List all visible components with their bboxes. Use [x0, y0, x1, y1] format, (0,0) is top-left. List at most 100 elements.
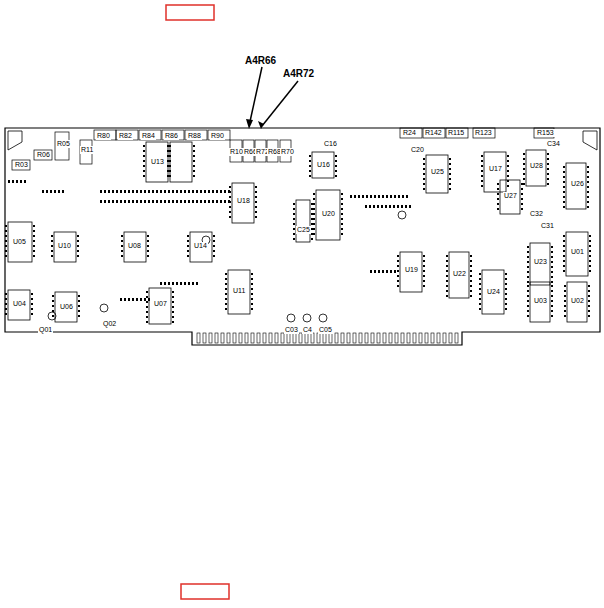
pad — [374, 195, 376, 198]
pad — [164, 190, 166, 193]
ic-pin — [423, 173, 425, 175]
ic-pin — [309, 155, 311, 157]
ic-pin — [507, 170, 509, 172]
pad — [168, 190, 170, 193]
ic-pin — [507, 155, 509, 157]
ic-pin — [193, 150, 195, 152]
ic-pin — [172, 296, 174, 298]
ic-pin — [551, 290, 553, 292]
pad — [208, 200, 210, 203]
ic-pin — [423, 275, 425, 277]
ic-pin — [588, 285, 590, 287]
part-label: C25 — [296, 226, 311, 234]
pad — [168, 200, 170, 203]
ic-pin — [251, 278, 253, 280]
pad — [393, 205, 395, 208]
connector-finger — [365, 333, 368, 343]
ic-pin — [78, 300, 80, 302]
ic-pin — [564, 310, 566, 312]
ic-outline — [296, 200, 310, 242]
ic-pin — [551, 300, 553, 302]
ic-pin — [564, 305, 566, 307]
ic-pin — [52, 315, 54, 317]
pad — [136, 200, 138, 203]
ic-pin — [587, 171, 589, 173]
ic-pin — [31, 293, 33, 295]
ic-pin — [507, 180, 509, 182]
pad — [382, 270, 384, 273]
pad — [204, 190, 206, 193]
part-label: U18 — [236, 197, 251, 205]
pad — [378, 270, 380, 273]
ic-pin — [587, 181, 589, 183]
ic-pin — [167, 145, 169, 147]
ic-outline — [170, 142, 192, 182]
ic-pin — [5, 298, 7, 300]
part-label: U03 — [533, 297, 548, 305]
ic-pin — [423, 265, 425, 267]
ic-pin — [551, 276, 553, 278]
ic-pin — [449, 168, 451, 170]
pad — [12, 180, 14, 183]
ic-pin — [397, 285, 399, 287]
ic-pin — [77, 240, 79, 242]
ic-pin — [563, 191, 565, 193]
pad — [390, 270, 392, 273]
ic-pin — [423, 188, 425, 190]
part-label: R05 — [56, 140, 71, 148]
ic-pin — [527, 285, 529, 287]
connector-finger — [275, 333, 278, 343]
ic-pin — [193, 160, 195, 162]
pad — [140, 298, 142, 301]
ic-pin — [213, 240, 215, 242]
pad — [132, 190, 134, 193]
pad — [358, 195, 360, 198]
ic-pin — [251, 293, 253, 295]
connector-finger — [197, 333, 200, 343]
ic-pin — [33, 255, 35, 257]
ic-pin — [213, 250, 215, 252]
part-label: R24 — [402, 129, 417, 137]
ic-pin — [588, 290, 590, 292]
ic-pin — [313, 193, 315, 195]
connector-finger — [269, 333, 272, 343]
pad — [128, 190, 130, 193]
ic-pin — [551, 251, 553, 253]
ic-pin — [78, 315, 80, 317]
ic-pin — [446, 285, 448, 287]
ic-pin — [563, 201, 565, 203]
ic-pin — [564, 290, 566, 292]
ic-pin — [527, 305, 529, 307]
pad — [212, 200, 214, 203]
ic-pin — [523, 173, 525, 175]
part-label: R115 — [447, 129, 465, 137]
ic-pin — [187, 240, 189, 242]
ic-pin — [293, 233, 295, 235]
ic-pin — [523, 158, 525, 160]
ic-outline — [54, 232, 76, 262]
pad — [176, 200, 178, 203]
connector-finger — [221, 333, 224, 343]
ic-pin — [497, 203, 499, 205]
pad — [362, 195, 364, 198]
ic-pin — [563, 265, 565, 267]
page-marker — [166, 5, 214, 20]
connector-finger — [347, 333, 350, 343]
ic-pin — [505, 288, 507, 290]
ic-pin — [143, 175, 145, 177]
ic-pin — [470, 275, 472, 277]
connector-finger — [431, 333, 434, 343]
ic-pin — [588, 310, 590, 312]
ic-pin — [551, 285, 553, 287]
pad — [50, 190, 52, 193]
ic-pin — [293, 213, 295, 215]
ic-outline — [449, 252, 469, 298]
pad — [204, 200, 206, 203]
pad — [385, 205, 387, 208]
ic-outline — [526, 150, 546, 186]
ic-pin — [521, 203, 523, 205]
ic-pin — [5, 255, 7, 257]
ic-pin — [446, 295, 448, 297]
ic-pin — [229, 211, 231, 213]
